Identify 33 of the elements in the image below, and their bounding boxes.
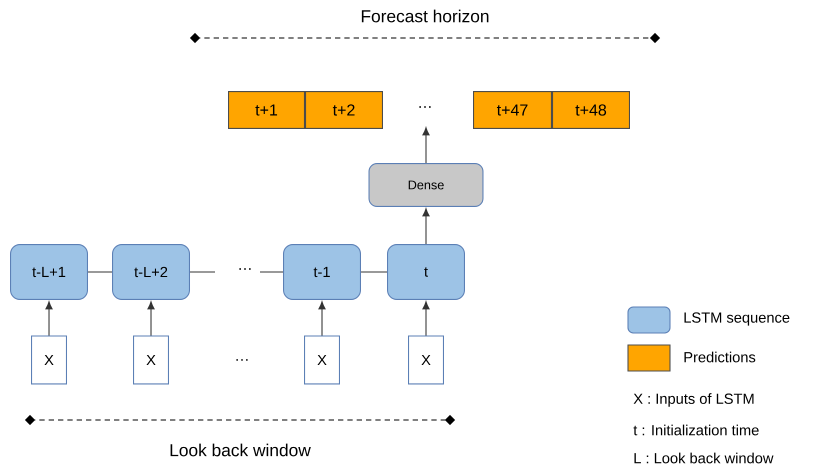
legend-note: X : Inputs of LSTM: [634, 393, 754, 407]
arrow: [318, 301, 326, 336]
arrow: [422, 127, 430, 163]
ellipsis: …: [419, 106, 431, 108]
connector-line: [260, 271, 283, 273]
connector-line: [190, 271, 215, 273]
input-box: X: [408, 336, 444, 384]
prediction-box: t+1: [228, 91, 305, 129]
connector-line: [361, 271, 387, 273]
arrow: [45, 301, 53, 336]
legend-note: L : Look back window: [634, 452, 774, 464]
ellipsis: …: [239, 268, 251, 270]
lstm-cell-box: t-L+2: [112, 244, 190, 300]
arrow: [422, 301, 430, 336]
connector-line: [88, 271, 112, 273]
prediction-box: t+47: [473, 91, 552, 129]
lstm-cell-box: t: [387, 244, 465, 300]
prediction-box: t+48: [552, 91, 630, 129]
title: Forecast horizon: [362, 10, 488, 22]
prediction-box: t+2: [305, 91, 383, 129]
lstm-cell-box: t-L+1: [10, 244, 88, 300]
ellipsis: …: [236, 359, 248, 361]
legend-note: t : Initialization time: [634, 424, 759, 436]
legend-label: LSTM sequence: [684, 312, 790, 326]
dense-layer-box: Dense: [368, 163, 484, 207]
lstm-cell-box: t-1: [283, 244, 361, 300]
arrow: [422, 208, 430, 244]
dimension-label: Look back window: [170, 444, 311, 456]
input-box: X: [133, 336, 169, 384]
legend-label: Predictions: [684, 352, 756, 362]
input-box: X: [304, 336, 340, 384]
input-box: X: [31, 336, 67, 384]
arrow: [147, 301, 155, 336]
